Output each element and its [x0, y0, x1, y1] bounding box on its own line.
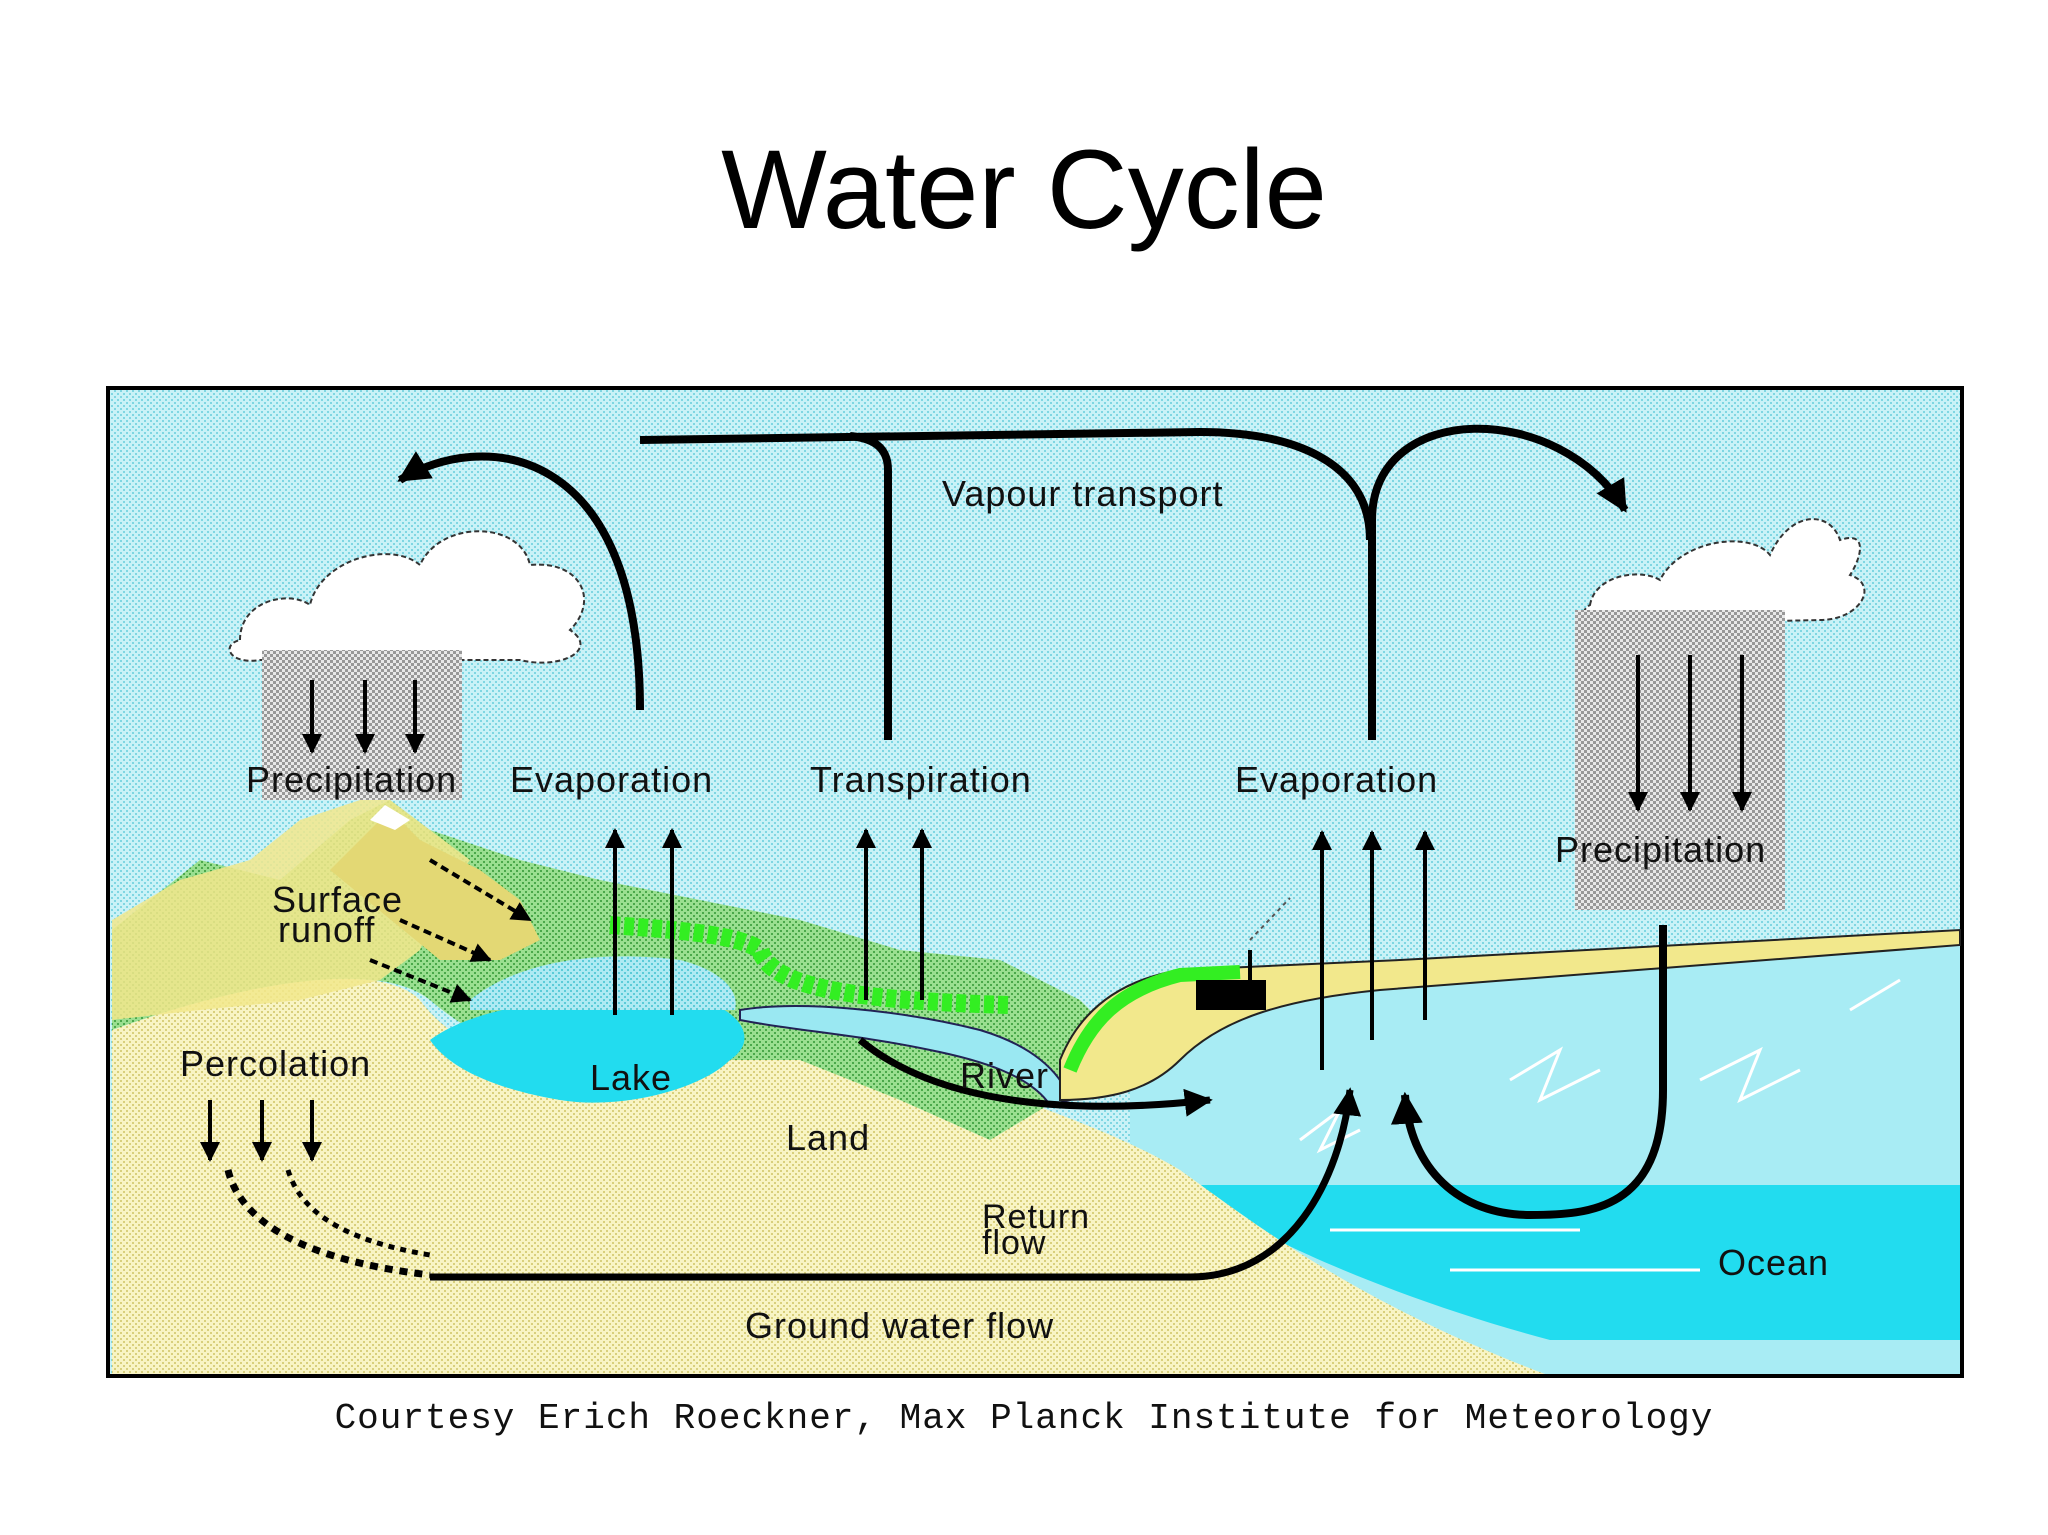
ocean-highlights	[1299, 978, 1901, 1272]
percolation-path	[285, 1169, 431, 1258]
vapour-arrow-left	[397, 451, 644, 711]
label-precipitation-right: Precipitation	[1555, 829, 1766, 870]
river-flow-arrow	[857, 1037, 1213, 1117]
lake-shallows	[470, 956, 736, 1010]
lake-area	[430, 997, 745, 1103]
rain-left	[262, 650, 462, 800]
runoff-arrow	[369, 958, 472, 1003]
coastline	[1059, 928, 1961, 1102]
label-precipitation-left: Precipitation	[246, 759, 457, 800]
diagram-title: Water Cycle	[721, 127, 1327, 252]
label-percolation: Percolation	[180, 1043, 371, 1084]
label-ground-water-flow: Ground water flow	[745, 1305, 1054, 1346]
snow-cap	[370, 805, 410, 830]
rain-right	[1575, 610, 1785, 910]
label-transpiration: Transpiration	[810, 759, 1032, 800]
label-vapour-transport: Vapour transport	[942, 473, 1223, 514]
runoff-arrow	[428, 858, 532, 922]
label-evaporation-ocean: Evaporation	[1235, 759, 1438, 800]
label-return-flow-1: Return	[982, 1198, 1090, 1236]
mountain-peak	[330, 810, 540, 960]
label-surface-runoff-1: Surface	[272, 879, 403, 920]
factory-icon	[1196, 980, 1266, 1010]
smoke-trail	[1249, 897, 1291, 941]
vegetation-strip	[609, 916, 1011, 1014]
vapour-transport-path	[639, 427, 1374, 541]
label-land: Land	[786, 1117, 870, 1158]
label-ocean: Ocean	[1718, 1242, 1829, 1283]
coastal-vegetation	[1063, 965, 1241, 1073]
runoff-arrow	[399, 918, 492, 962]
label-river: River	[960, 1055, 1049, 1096]
percolation-path	[224, 1169, 431, 1279]
cloud-left	[228, 530, 586, 664]
label-surface-runoff-2: runoff	[278, 909, 375, 950]
cloud-right	[1582, 518, 1866, 627]
label-lake: Lake	[590, 1057, 672, 1098]
ocean-deep	[1180, 1185, 1960, 1340]
credit-line: Courtesy Erich Roeckner, Max Planck Inst…	[334, 1398, 1714, 1439]
ocean-vapour-path	[1368, 424, 1629, 740]
transpiration-vapour-path	[849, 432, 892, 740]
ground-water-flow-arrow	[430, 1087, 1362, 1281]
ocean-return-loop	[1390, 925, 1667, 1220]
label-evaporation-lake: Evaporation	[510, 759, 713, 800]
label-return-flow-2: flow	[982, 1224, 1046, 1262]
